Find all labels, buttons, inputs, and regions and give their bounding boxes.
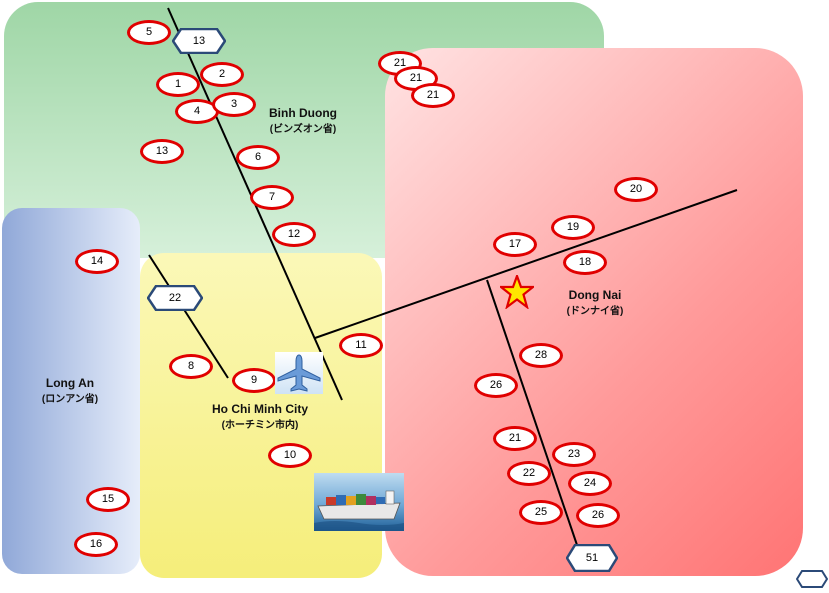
hexagon-shield-51[interactable]: 51 [565,543,619,573]
label-ho-chi-minh: Ho Chi Minh City (ホーチミン市内) [212,402,308,431]
marker-10[interactable]: 10 [268,442,312,468]
marker-24[interactable]: 24 [568,470,612,496]
marker-28[interactable]: 28 [519,342,563,368]
marker-17[interactable]: 17 [493,231,537,257]
label-long-an: Long An (ロンアン省) [41,376,99,405]
cargo-ship-icon [314,473,404,531]
marker-7[interactable]: 7 [250,184,294,210]
marker-16[interactable]: 16 [74,531,118,557]
marker-15[interactable]: 15 [86,486,130,512]
marker-13[interactable]: 13 [140,138,184,164]
marker-12[interactable]: 12 [272,221,316,247]
marker-3[interactable]: 3 [212,91,256,117]
hexagon-shield-13[interactable]: 13 [171,27,227,55]
marker-11[interactable]: 11 [339,332,383,358]
hexagon-shape [565,543,619,573]
marker-9[interactable]: 9 [232,367,276,393]
marker-21[interactable]: 21 [493,425,537,451]
marker-6[interactable]: 6 [236,144,280,170]
hexagon-label: 22 [168,292,182,304]
airplane-icon [275,352,323,394]
hexagon-shield-blank[interactable] [795,570,829,588]
region-long-an [2,208,140,574]
marker-19[interactable]: 19 [551,214,595,240]
marker-5[interactable]: 5 [127,19,171,45]
marker-14[interactable]: 14 [75,248,119,274]
hexagon-label: 13 [192,35,206,47]
marker-1[interactable]: 1 [156,71,200,97]
star-icon [500,275,534,309]
label-dong-nai: Dong Nai (ドンナイ省) [566,288,624,317]
road-south [486,279,578,546]
hexagon-label: 51 [585,552,599,564]
marker-20[interactable]: 20 [614,176,658,202]
label-binh-duong: Binh Duong (ビンズオン省) [269,106,337,135]
marker-2[interactable]: 2 [200,61,244,87]
marker-4[interactable]: 4 [175,98,219,124]
marker-21[interactable]: 21 [411,82,455,108]
marker-8[interactable]: 8 [169,353,213,379]
marker-23[interactable]: 23 [552,441,596,467]
road-west [148,254,229,379]
marker-18[interactable]: 18 [563,249,607,275]
hexagon-shield-22[interactable]: 22 [146,284,204,312]
marker-22[interactable]: 22 [507,460,551,486]
road-east [314,189,738,339]
hexagon-label [796,570,828,588]
hexagon-shape [146,284,204,312]
hexagon-shape [171,27,227,55]
marker-25[interactable]: 25 [519,499,563,525]
marker-26[interactable]: 26 [576,502,620,528]
marker-26[interactable]: 26 [474,372,518,398]
hexagon-shape [795,570,829,588]
